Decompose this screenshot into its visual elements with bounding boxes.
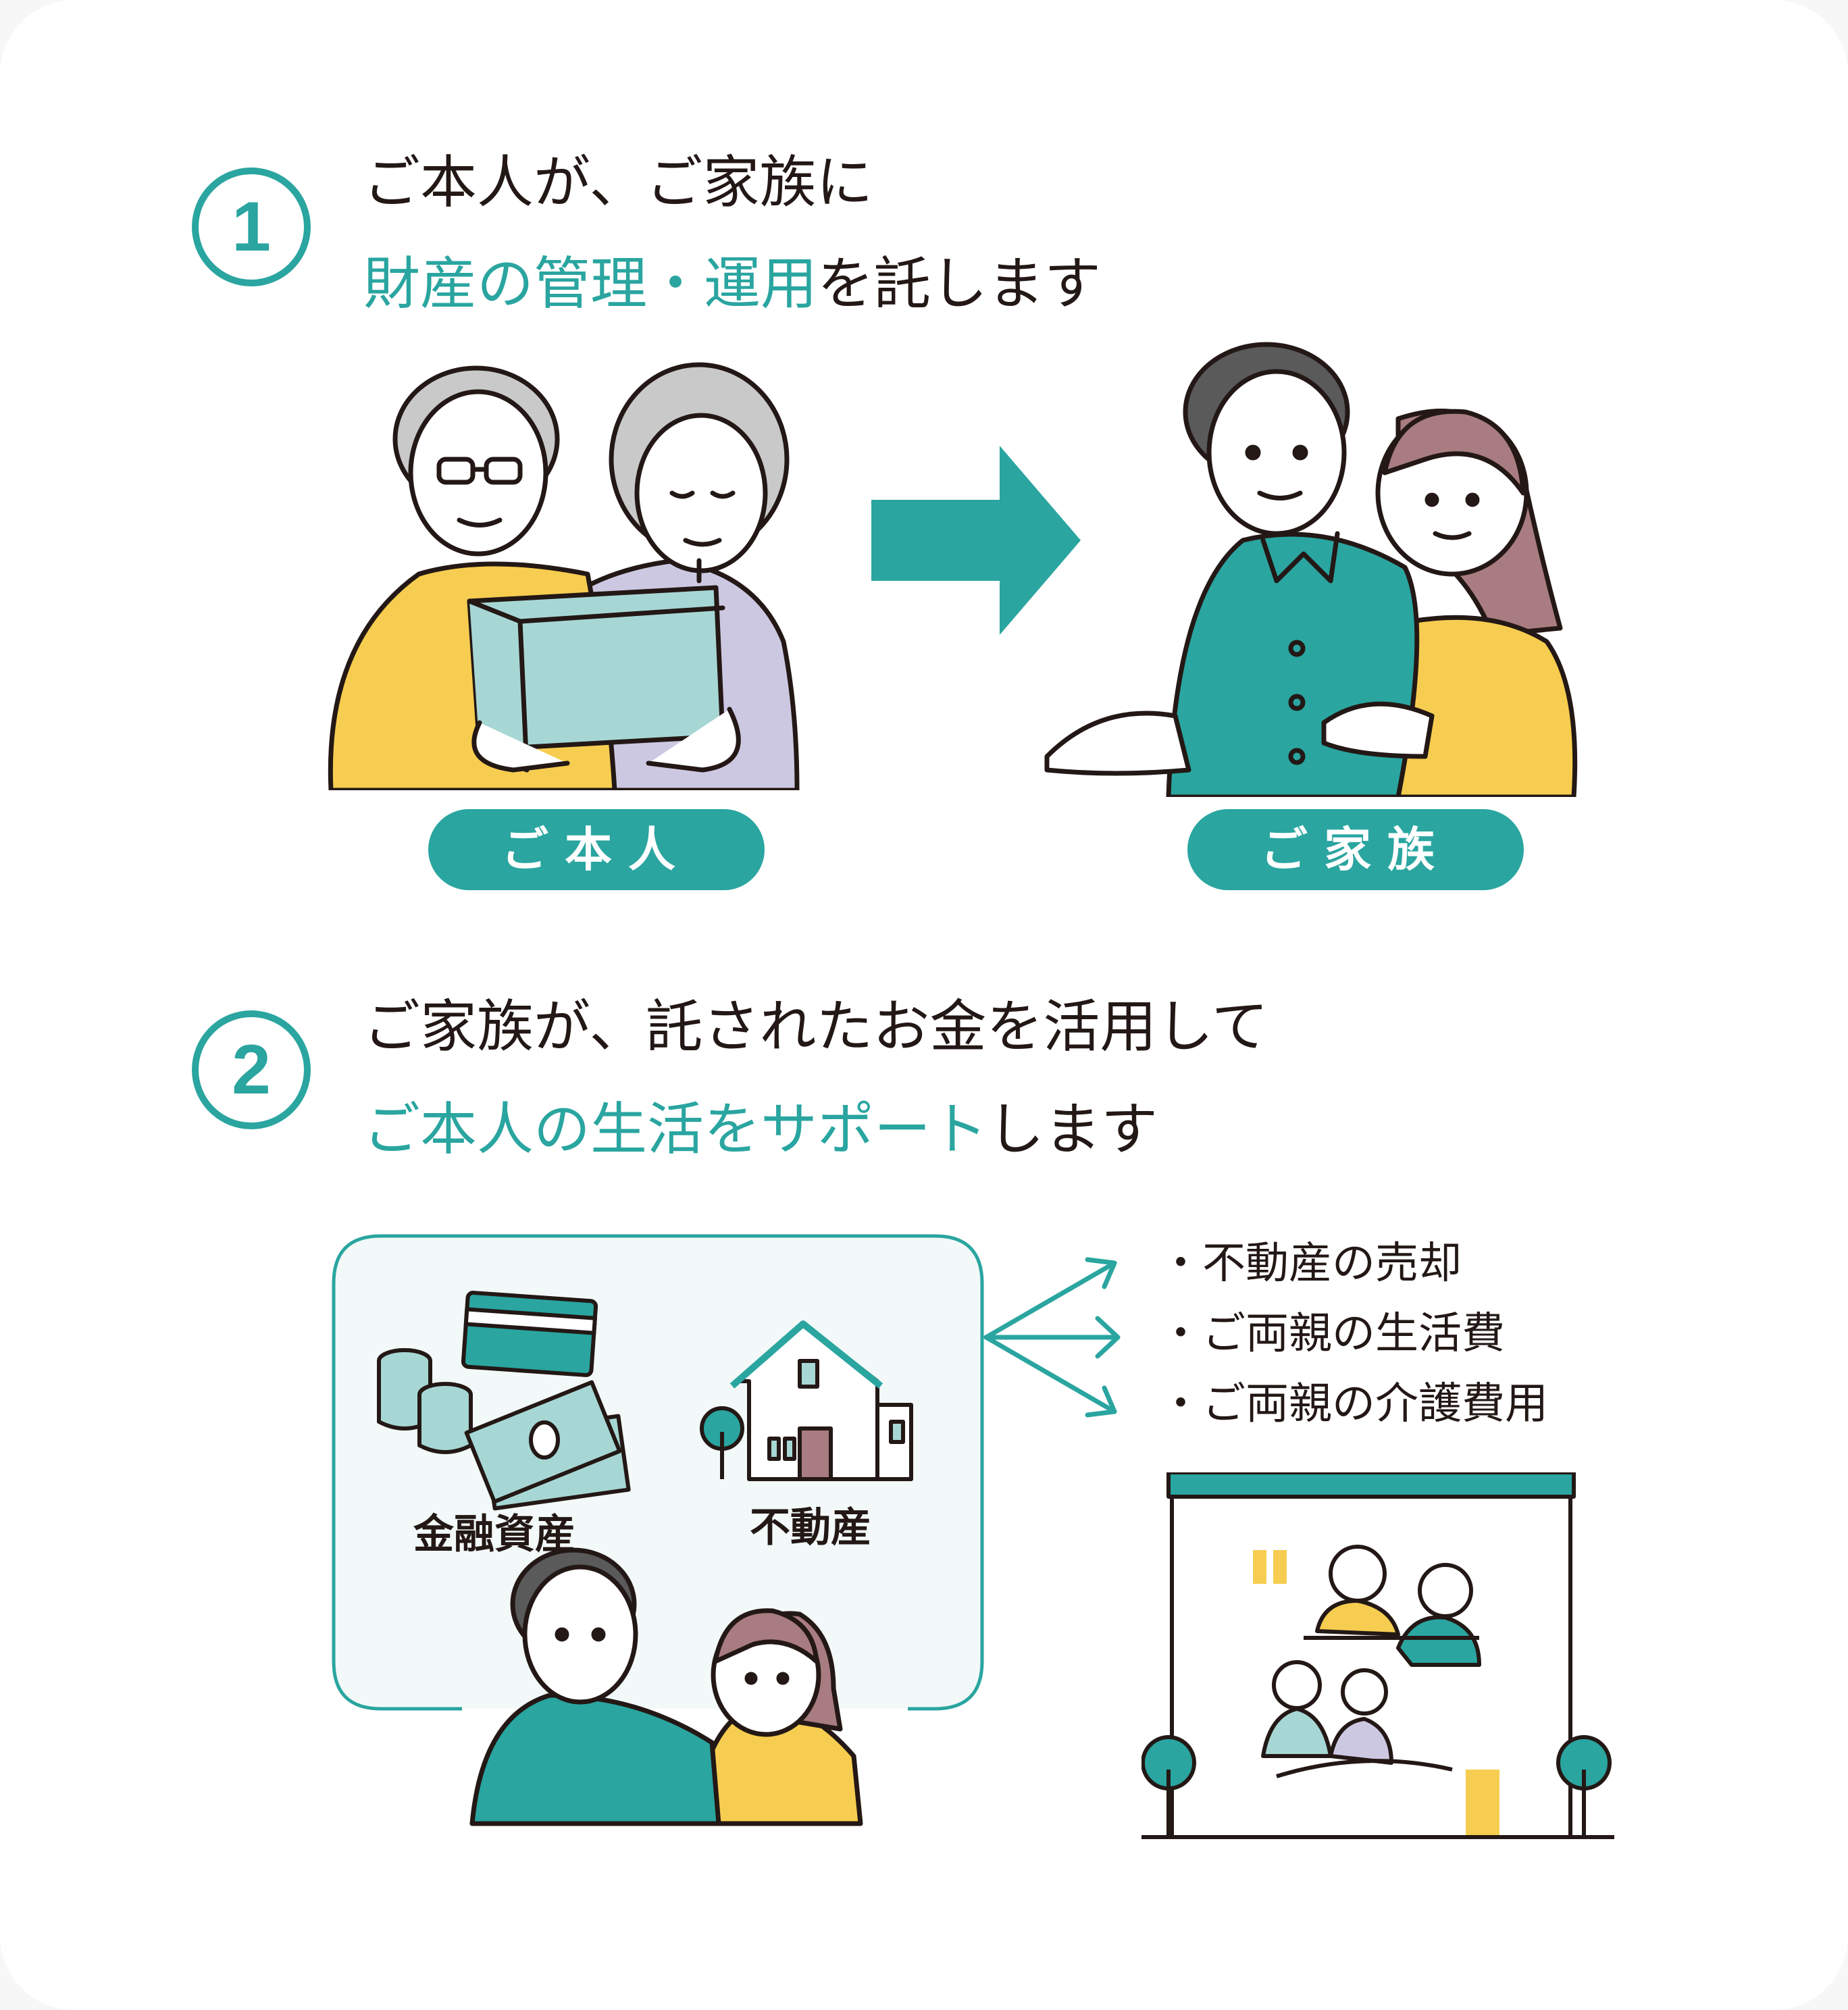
branch-arrows-icon <box>983 1257 1121 1418</box>
family-label-pill: ご家族 <box>1187 809 1524 890</box>
self-label-pill: ご本人 <box>428 809 765 890</box>
assets-panel <box>332 1234 984 1826</box>
step-2-heading-line1: ご家族が、託されたお金を活用して <box>363 994 1268 1060</box>
elderly-couple-illustration <box>328 362 800 790</box>
step-2-number: 2 <box>192 1010 311 1129</box>
step-1-highlight: 財産の管理・運用 <box>363 251 818 317</box>
step-2-rest: します <box>987 1096 1158 1162</box>
use-item-1: ・不動産の売却 <box>1159 1239 1462 1289</box>
step-2-highlight: ご本人の生活をサポート <box>363 1096 988 1162</box>
real-estate-label: 不動産 <box>750 1504 871 1551</box>
step-1-heading-line1: ご本人が、ご家族に <box>363 149 873 215</box>
use-item-2: ・ご両親の生活費 <box>1159 1309 1505 1359</box>
financial-assets-label: 金融資産 <box>413 1511 575 1558</box>
step-1-rest: を託します <box>817 251 1102 317</box>
step-2-heading-line2: ご本人の生活をサポートします <box>363 1082 1158 1177</box>
family-couple-illustration <box>1044 342 1578 797</box>
use-item-3: ・ご両親の介護費用 <box>1159 1379 1548 1429</box>
care-facility-illustration <box>1141 1472 1614 1839</box>
step-1-number: 1 <box>192 168 311 286</box>
arrow-right-icon <box>871 446 1081 635</box>
step-1-heading-line2: 財産の管理・運用を託します <box>363 236 1101 331</box>
